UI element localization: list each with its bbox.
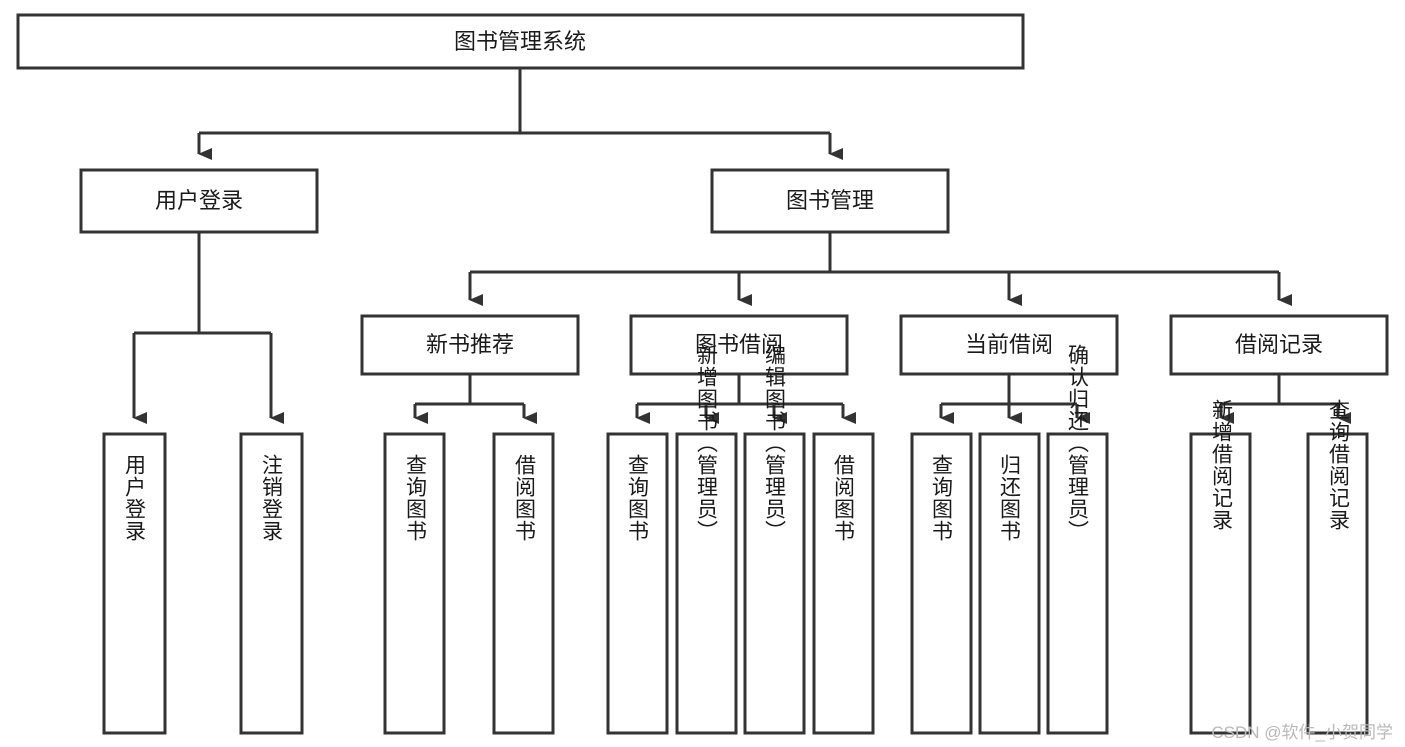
node-login-box[interactable] — [79, 168, 319, 234]
node-leaf5-box[interactable] — [606, 432, 669, 735]
node-records[interactable]: 借阅记录 — [1169, 314, 1389, 376]
node-borrow[interactable]: 图书借阅 — [629, 314, 849, 376]
node-records-label: 借阅记录 — [1235, 332, 1323, 357]
node-leaf3-box[interactable] — [383, 432, 446, 735]
node-newbook-label: 新书推荐 — [426, 332, 514, 357]
node-newbook-box[interactable] — [360, 314, 580, 376]
node-leaf6[interactable]: 新增图书（管理员） — [675, 344, 738, 735]
node-leaf12-label: 新增借阅记录 — [1210, 399, 1234, 531]
node-leaf5-label: 查询图书 — [626, 454, 650, 542]
node-leaf2[interactable]: 注销登录 — [239, 432, 304, 735]
node-leaf7[interactable]: 编辑图书（管理员） — [743, 344, 806, 735]
node-records-box[interactable] — [1169, 314, 1389, 376]
node-root-label: 图书管理系统 — [454, 29, 586, 54]
node-leaf8[interactable]: 借阅图书 — [812, 432, 875, 735]
node-login-label: 用户登录 — [155, 188, 243, 213]
node-leaf5[interactable]: 查询图书 — [606, 432, 669, 735]
node-leaf11-label: 确认归还（管理员） — [1066, 344, 1090, 542]
node-leaf2-box[interactable] — [239, 432, 304, 735]
node-leaf4-label: 借阅图书 — [513, 454, 537, 542]
csdn-watermark: CSDN @软件_小贺同学 — [1211, 723, 1393, 742]
connector-layer — [132, 68, 1351, 424]
node-leaf10-box[interactable] — [978, 432, 1041, 735]
node-bookmgmt-box[interactable] — [710, 168, 950, 234]
node-leaf12-box[interactable] — [1189, 432, 1252, 735]
node-leaf4-box[interactable] — [492, 432, 555, 735]
node-leaf11[interactable]: 确认归还（管理员） — [1046, 344, 1109, 735]
node-borrow-label: 图书借阅 — [695, 332, 783, 357]
node-leaf10-label: 归还图书 — [998, 454, 1022, 542]
node-borrow-box[interactable] — [629, 314, 849, 376]
node-bookmgmt[interactable]: 图书管理 — [710, 168, 950, 234]
node-leaf3-label: 查询图书 — [404, 454, 428, 542]
node-leaf1-box[interactable] — [102, 432, 167, 735]
node-leaf9[interactable]: 查询图书 — [910, 432, 973, 735]
node-leaf8-box[interactable] — [812, 432, 875, 735]
node-current-box[interactable] — [899, 314, 1119, 376]
node-leaf1[interactable]: 用户登录 — [102, 432, 167, 735]
node-bookmgmt-label: 图书管理 — [786, 188, 874, 213]
node-leaf6-label: 新增图书（管理员） — [695, 344, 719, 542]
node-root[interactable]: 图书管理系统 — [16, 13, 1025, 70]
node-login[interactable]: 用户登录 — [79, 168, 319, 234]
node-leaf10[interactable]: 归还图书 — [978, 432, 1041, 735]
node-leaf13[interactable]: 查询借阅记录 — [1306, 399, 1369, 735]
node-leaf2-label: 注销登录 — [260, 454, 284, 542]
node-current-label: 当前借阅 — [965, 332, 1053, 357]
node-leaf4[interactable]: 借阅图书 — [492, 432, 555, 735]
node-leaf9-box[interactable] — [910, 432, 973, 735]
node-root-box[interactable] — [16, 13, 1025, 70]
node-leaf11-box[interactable] — [1046, 432, 1109, 735]
node-leaf7-box[interactable] — [743, 432, 806, 735]
node-leaf7-label: 编辑图书（管理员） — [763, 344, 787, 542]
node-leaf3[interactable]: 查询图书 — [383, 432, 446, 735]
node-leaf1-label: 用户登录 — [123, 454, 147, 542]
node-leaf12[interactable]: 新增借阅记录 — [1189, 399, 1252, 735]
node-leaf6-box[interactable] — [675, 432, 738, 735]
node-leaf8-label: 借阅图书 — [832, 454, 856, 542]
node-leaf9-label: 查询图书 — [930, 454, 954, 542]
node-newbook[interactable]: 新书推荐 — [360, 314, 580, 376]
node-leaf13-box[interactable] — [1306, 432, 1369, 735]
node-leaf13-label: 查询借阅记录 — [1327, 399, 1351, 531]
node-current[interactable]: 当前借阅 — [899, 314, 1119, 376]
